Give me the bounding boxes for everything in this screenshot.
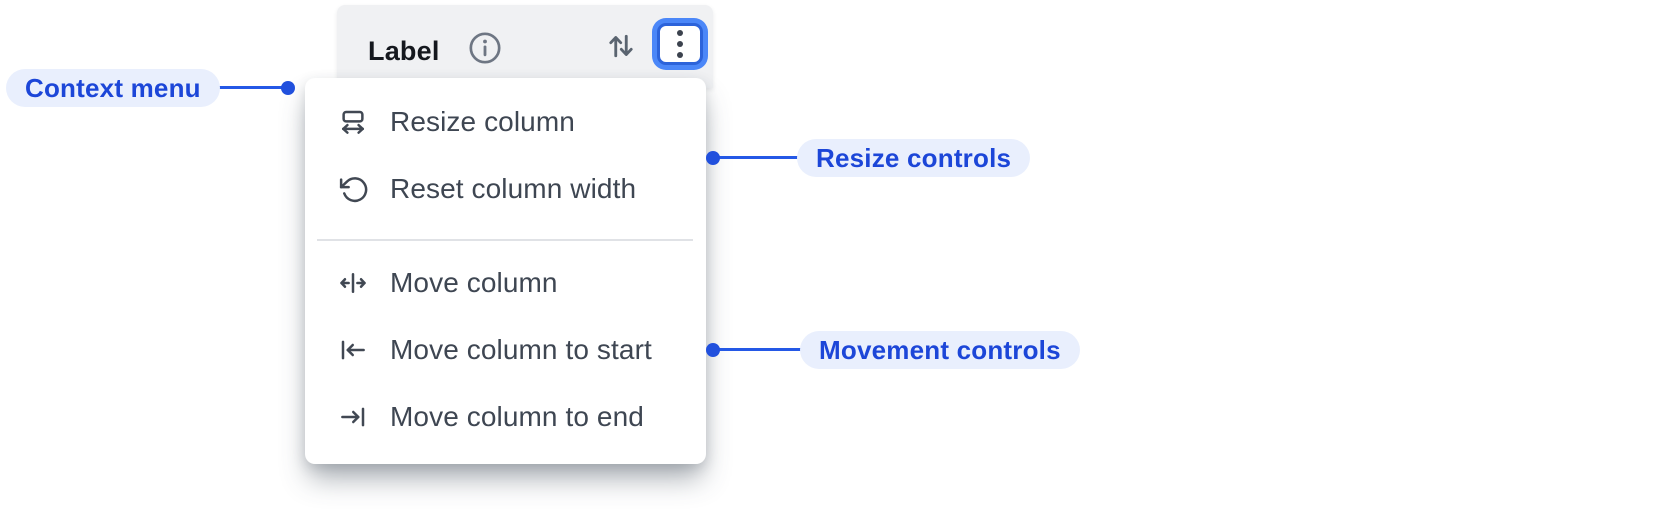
callout-label: Resize controls xyxy=(816,142,1012,173)
callout-line xyxy=(713,156,803,159)
rotate-ccw-icon xyxy=(339,176,368,202)
callout-dot xyxy=(706,151,720,165)
column-menu-kebab-button[interactable] xyxy=(657,23,703,65)
arrow-to-start-icon xyxy=(341,340,365,359)
callout-line xyxy=(190,86,288,89)
menu-divider xyxy=(317,239,693,241)
column-title: Label xyxy=(368,36,440,66)
menu-item-move-column-to-end[interactable]: Move column to end xyxy=(305,383,706,450)
callout-movement-controls: Movement controls xyxy=(800,331,1080,369)
callout-dot xyxy=(706,343,720,357)
resize-horizontal-icon xyxy=(341,110,364,134)
menu-item-move-column[interactable]: Move column xyxy=(305,249,706,316)
menu-item-label: Move column to start xyxy=(390,333,652,365)
callout-label: Context menu xyxy=(25,72,201,103)
kebab-dot xyxy=(677,41,683,47)
arrow-to-end-icon xyxy=(341,407,365,426)
kebab-dot xyxy=(677,52,683,58)
callout-context-menu: Context menu xyxy=(6,69,220,107)
menu-item-resize-column[interactable]: Resize column xyxy=(305,88,706,155)
move-horizontal-icon xyxy=(340,272,366,293)
callout-dot xyxy=(281,81,295,95)
menu-item-label: Move column to end xyxy=(390,400,644,432)
callout-label: Movement controls xyxy=(819,334,1061,365)
menu-item-label: Resize column xyxy=(390,105,575,137)
column-header-cell: Label xyxy=(337,5,713,88)
sort-icon[interactable] xyxy=(603,28,639,64)
menu-item-label: Reset column width xyxy=(390,172,637,204)
info-icon[interactable] xyxy=(468,31,502,65)
kebab-dot xyxy=(677,30,683,36)
menu-item-label: Move column xyxy=(390,266,558,298)
menu-item-move-column-to-start[interactable]: Move column to start xyxy=(305,316,706,383)
callout-resize-controls: Resize controls xyxy=(797,139,1031,177)
column-context-menu: Resize column Reset column width Move co… xyxy=(305,78,706,464)
menu-item-reset-column-width[interactable]: Reset column width xyxy=(305,155,706,222)
callout-line xyxy=(713,348,807,351)
